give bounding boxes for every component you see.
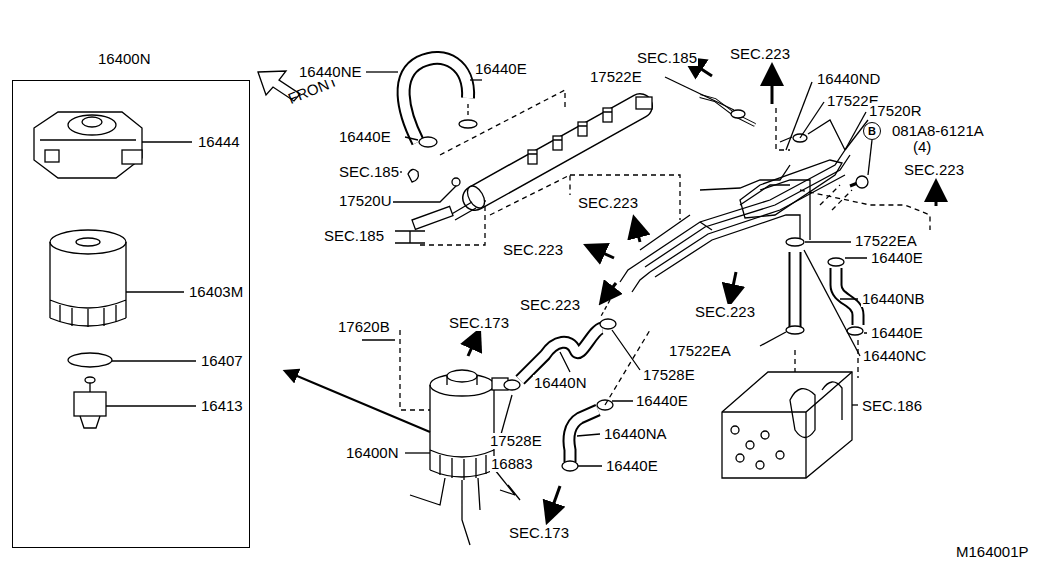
section-reference: SEC.223 bbox=[502, 242, 564, 258]
callout-number: 16413 bbox=[200, 398, 244, 414]
callout-number: 17528E bbox=[489, 433, 543, 449]
section-reference: SEC.173 bbox=[448, 315, 510, 331]
callout-number: 16440E bbox=[870, 325, 924, 341]
callout-number: 17522E bbox=[589, 69, 643, 85]
callout-number: 16440E bbox=[474, 61, 528, 77]
section-reference: SEC.223 bbox=[729, 46, 791, 62]
callout-number: 16407 bbox=[200, 353, 244, 369]
callout-number: 16440NB bbox=[861, 291, 926, 307]
callout-number: 17522EA bbox=[668, 343, 732, 359]
callout-circle: B bbox=[863, 122, 881, 140]
section-reference: SEC.223 bbox=[519, 297, 581, 313]
callout-number: 17528E bbox=[642, 367, 696, 383]
callout-number: 16883 bbox=[490, 456, 534, 472]
section-reference: SEC.223 bbox=[903, 162, 965, 178]
section-reference: SEC.185 bbox=[338, 164, 400, 180]
section-reference: SEC.185 bbox=[323, 228, 385, 244]
callout-number: 17520U bbox=[338, 193, 393, 209]
callout-number: 081A8-6121A bbox=[891, 123, 985, 139]
callout-number: 16440NE bbox=[298, 64, 363, 80]
callout-number: 16440NA bbox=[603, 426, 668, 442]
callout-number: (4) bbox=[912, 139, 932, 155]
callout-number: 16440E bbox=[605, 458, 659, 474]
callout-number: 16400N bbox=[345, 445, 400, 461]
section-reference: SEC.186 bbox=[861, 398, 923, 414]
circle-letter: B bbox=[868, 126, 876, 137]
callout-number: 16440NC bbox=[862, 348, 927, 364]
callout-number: 16440ND bbox=[816, 71, 881, 87]
callout-number: 17620B bbox=[337, 319, 391, 335]
callout-number: 16440E bbox=[870, 250, 924, 266]
callout-number: 17520R bbox=[868, 103, 923, 119]
callout-number: 16440E bbox=[338, 129, 392, 145]
callout-number: 16440E bbox=[635, 393, 689, 409]
section-reference: SEC.185 bbox=[636, 50, 698, 66]
section-reference: SEC.223 bbox=[577, 195, 639, 211]
callout-number: 16440N bbox=[533, 375, 588, 391]
callout-number: 16444 bbox=[197, 134, 241, 150]
callout-number: 17522EA bbox=[854, 233, 918, 249]
section-reference: SEC.173 bbox=[508, 525, 570, 541]
callout-number: 16403M bbox=[188, 284, 244, 300]
group-part-number: 16400N bbox=[98, 51, 151, 67]
section-reference: SEC.223 bbox=[694, 304, 756, 320]
callout-number: M164001P bbox=[955, 544, 1030, 560]
parts-group-box: 16400N bbox=[12, 80, 250, 548]
